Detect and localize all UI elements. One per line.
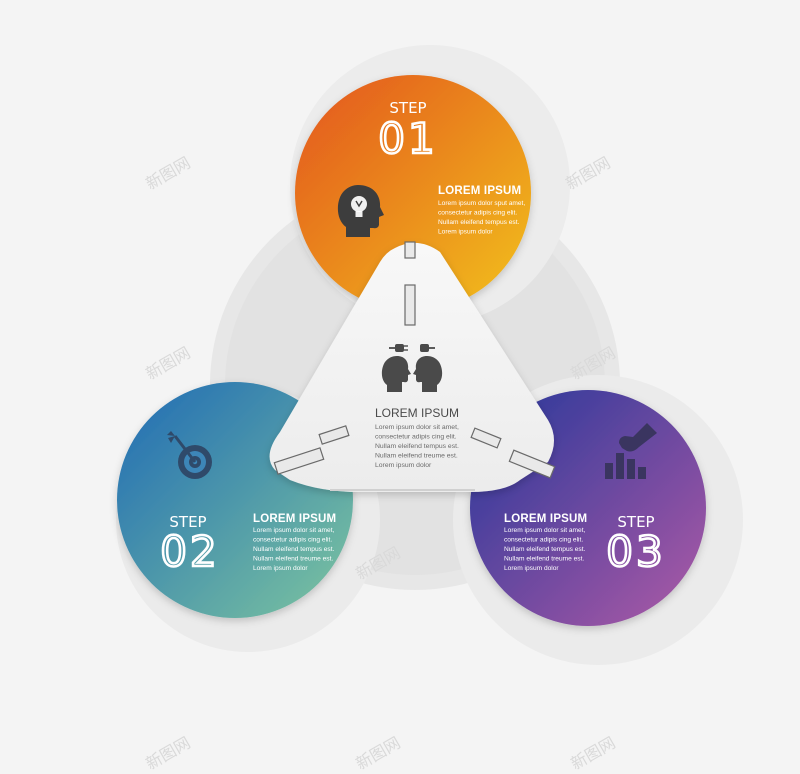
body-line: Nullam eleifend treume est. (253, 556, 333, 563)
body-line: Nullam eleifend tempus est. (375, 443, 459, 450)
body-line: consectetur adipis cing elit. (253, 537, 332, 544)
body-line: Lorem ipsum dolor sput amet, (438, 200, 525, 207)
body-line: Lorem ipsum dolor (504, 565, 559, 572)
people-plug-icon (381, 344, 443, 392)
head-lightbulb-icon (337, 185, 384, 237)
step-2-body: Lorem ipsum dolor sit amet, consectetur a… (253, 527, 335, 572)
step-3-body: Lorem ipsum dolor sit amet, consectetur a… (504, 527, 586, 572)
step-2-label: STEP (169, 513, 206, 531)
body-line: Lorem ipsum dolor sit amet, (375, 424, 459, 431)
watermark-text: 新图网 (353, 733, 404, 773)
step-1-label: STEP (389, 99, 426, 117)
body-line: Nullam eleifend tempus est. (438, 219, 520, 226)
step-1-body: Lorem ipsum dolor sput amet, consectetur … (438, 200, 525, 236)
connector-right (470, 427, 556, 479)
body-line: Nullam eleifend tempus est. (504, 546, 586, 553)
body-line: Nullam eleifend tempus est. (253, 546, 335, 553)
center-title: LOREM IPSUM (375, 406, 459, 420)
watermark-text: 新图网 (143, 343, 194, 383)
body-line: Lorem ipsum dolor (253, 565, 308, 572)
body-line: Lorem ipsum dolor sit amet, (504, 527, 586, 534)
body-line: Nullam eleifend treume est. (375, 453, 458, 460)
body-line: consectetur adipis cing elit. (375, 434, 457, 441)
step-2-number: 02 (160, 527, 219, 576)
body-line: Lorem ipsum dolor (438, 229, 493, 236)
step-3-title: LOREM IPSUM (504, 513, 587, 525)
step-2-title: LOREM IPSUM (253, 513, 336, 525)
connector-top (404, 241, 416, 326)
connector-left (273, 425, 350, 475)
body-line: Nullam eleifend treume est. (504, 556, 584, 563)
step-3-label: STEP (617, 513, 654, 531)
step-3-number: 03 (606, 527, 665, 576)
step-1-number: 01 (378, 114, 437, 163)
watermark-text: 新图网 (563, 153, 614, 193)
step-1 (295, 75, 531, 311)
body-line: consectetur adipis cing elit. (504, 537, 583, 544)
body-line: Lorem ipsum dolor sit amet, (253, 527, 335, 534)
body-line: Lorem ipsum dolor (375, 462, 432, 469)
watermark-text: 新图网 (143, 733, 194, 773)
step-1-circle (295, 75, 531, 311)
body-line: consectetur adipis cing elit. (438, 210, 517, 217)
watermark-text: 新图网 (568, 733, 619, 773)
center-body: Lorem ipsum dolor sit amet, consectetur a… (375, 424, 459, 469)
watermark-text: 新图网 (143, 153, 194, 193)
step-1-title: LOREM IPSUM (438, 185, 521, 197)
hand-bar-chart-icon (605, 423, 657, 479)
target-icon (167, 431, 212, 479)
